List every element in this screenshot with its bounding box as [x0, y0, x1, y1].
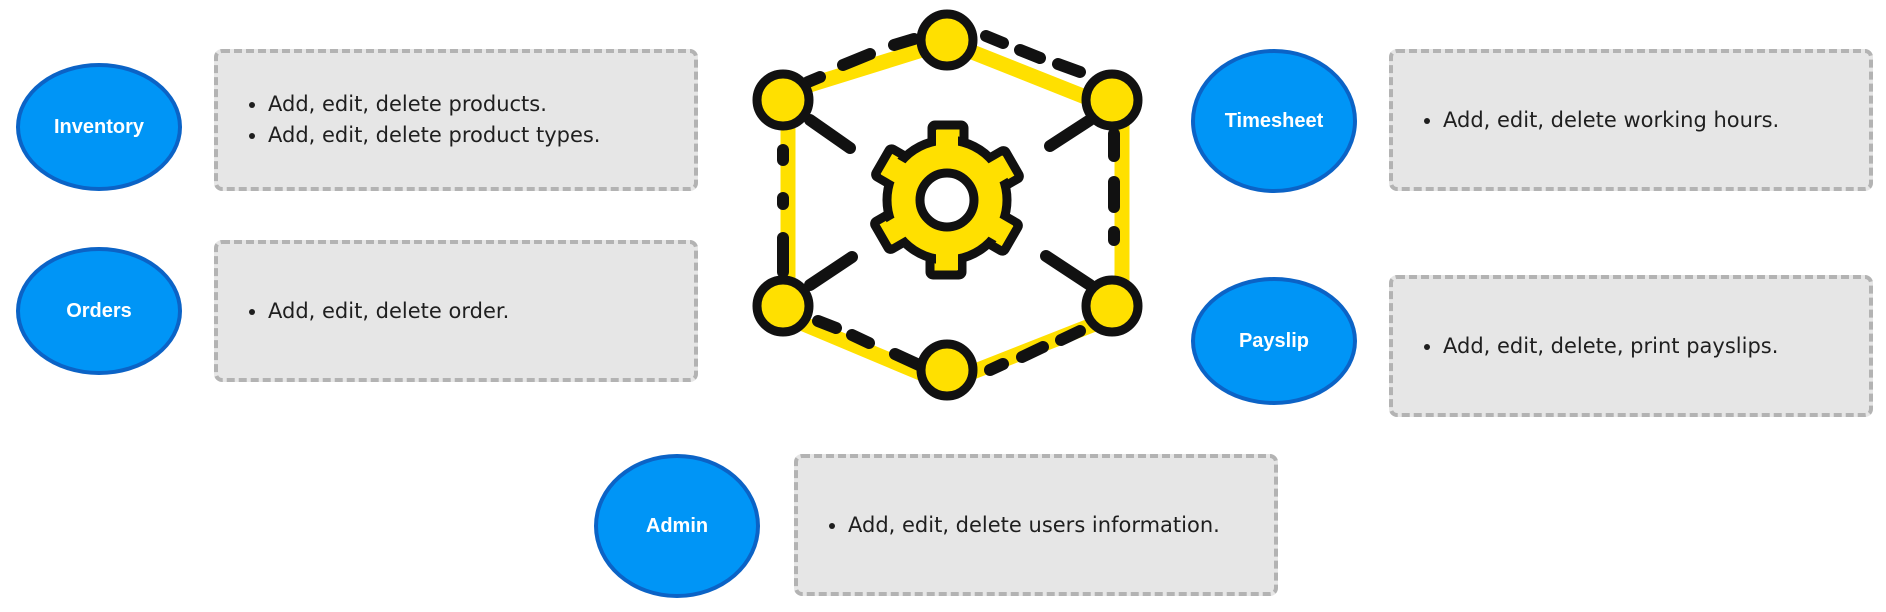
- feature-list: Add, edit, delete users information.: [826, 510, 1220, 541]
- feature-item: Add, edit, delete, print payslips.: [1443, 331, 1778, 362]
- module-orders-oval: Orders: [16, 247, 182, 375]
- feature-item: Add, edit, delete product types.: [268, 120, 600, 151]
- module-timesheet-oval: Timesheet: [1191, 49, 1357, 193]
- dashed-links: [777, 30, 1120, 376]
- module-orders-description: Add, edit, delete order.: [214, 240, 698, 382]
- gear-icon: [870, 120, 1024, 280]
- feature-item: Add, edit, delete working hours.: [1443, 105, 1779, 136]
- module-label: Timesheet: [1224, 109, 1324, 132]
- feature-list: Add, edit, delete working hours.: [1421, 105, 1779, 136]
- module-label: Inventory: [53, 115, 145, 138]
- feature-list: Add, edit, delete order.: [246, 296, 509, 327]
- feature-item: Add, edit, delete products.: [268, 89, 600, 120]
- module-label: Orders: [66, 299, 132, 322]
- feature-item: Add, edit, delete users information.: [848, 510, 1220, 541]
- module-inventory-description: Add, edit, delete products. Add, edit, d…: [214, 49, 698, 191]
- module-inventory-oval: Inventory: [16, 63, 182, 191]
- feature-item: Add, edit, delete order.: [268, 296, 509, 327]
- module-label: Payslip: [1238, 329, 1310, 352]
- module-timesheet-description: Add, edit, delete working hours.: [1389, 49, 1873, 191]
- module-admin-oval: Admin: [594, 454, 760, 598]
- module-payslip-oval: Payslip: [1191, 277, 1357, 405]
- feature-list: Add, edit, delete, print payslips.: [1421, 331, 1778, 362]
- network-nodes: [752, 9, 1143, 401]
- gear-network-icon: [752, 9, 1143, 401]
- feature-list: Add, edit, delete products. Add, edit, d…: [246, 89, 600, 151]
- module-payslip-description: Add, edit, delete, print payslips.: [1389, 275, 1873, 417]
- module-label: Admin: [645, 514, 709, 537]
- module-admin-description: Add, edit, delete users information.: [794, 454, 1278, 596]
